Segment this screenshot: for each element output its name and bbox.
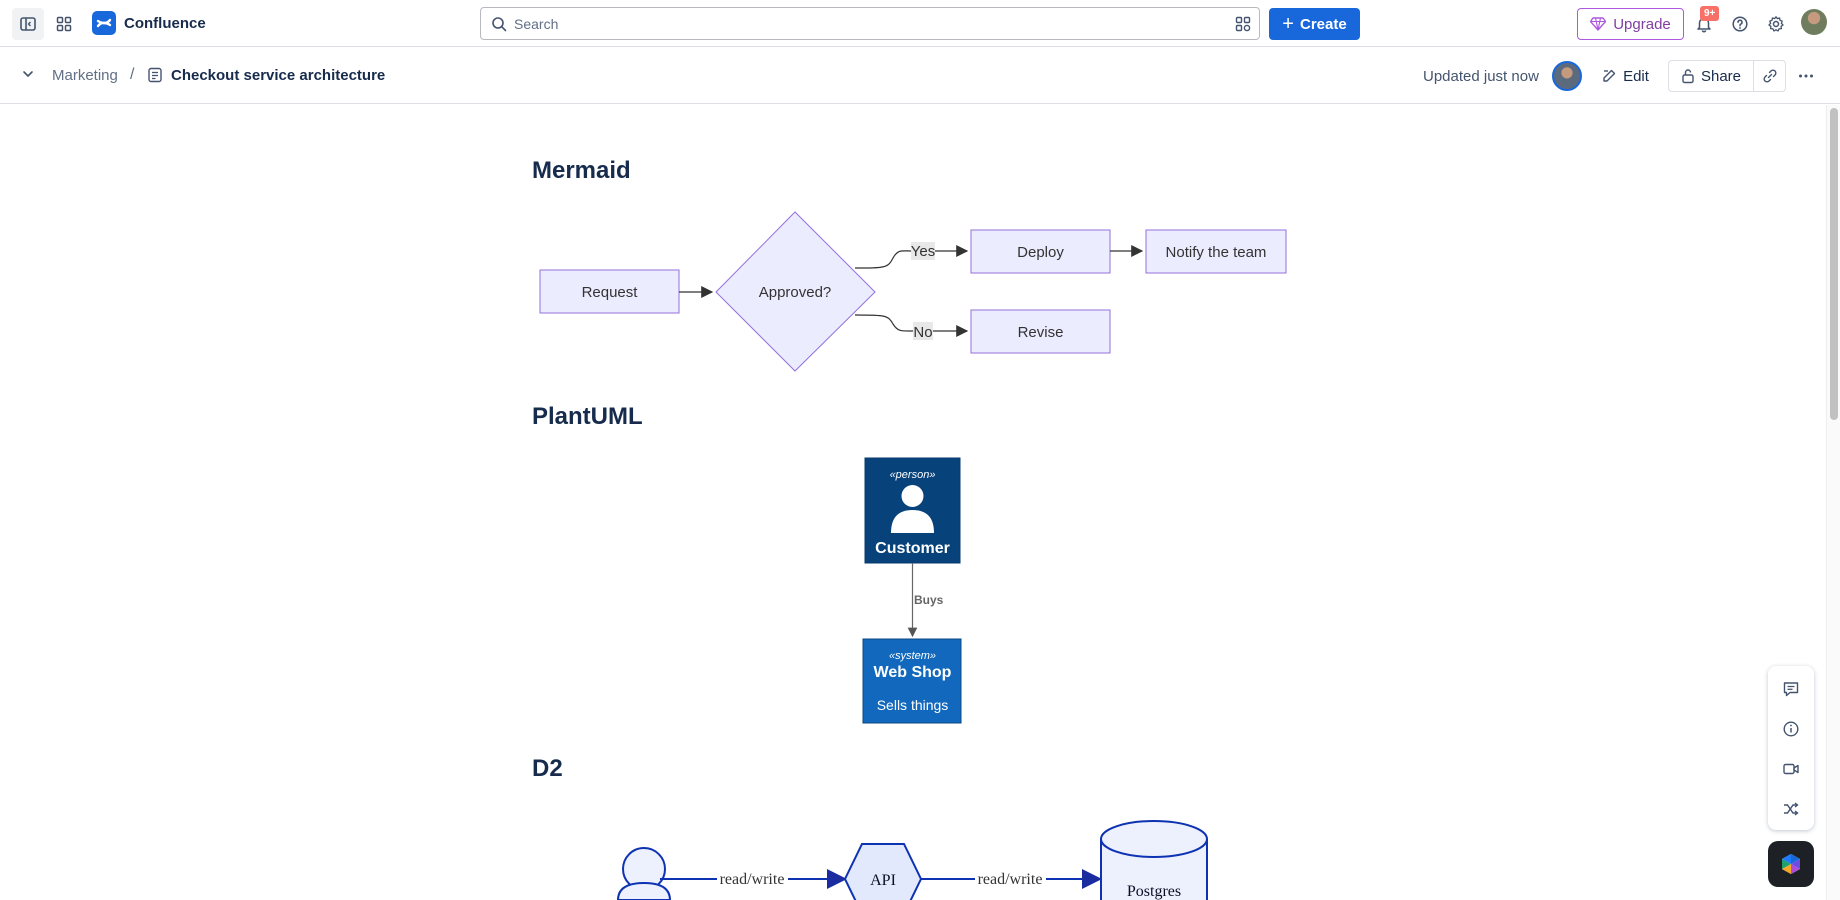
plus-icon: + [1282, 13, 1294, 35]
plantuml-person-stereotype: «person» [890, 469, 936, 481]
upgrade-button-label: Upgrade [1613, 15, 1671, 33]
breadcrumb-page-title[interactable]: Checkout service architecture [171, 67, 386, 84]
help-icon [1732, 16, 1748, 32]
content-scrollbar[interactable] [1826, 105, 1840, 900]
plantuml-system-webshop: «system» Web Shop Sells things [862, 638, 962, 724]
comment-icon [1783, 682, 1799, 697]
plantuml-person-customer: «person» Customer [864, 457, 961, 564]
plantuml-system-name: Web Shop [874, 664, 952, 681]
shuffle-button[interactable] [1775, 793, 1807, 825]
copy-link-button[interactable] [1753, 60, 1786, 92]
plantuml-system-desc: Sells things [877, 697, 949, 713]
heading-plantuml: PlantUML [532, 403, 643, 430]
d2-edge-1-label: read/write [720, 871, 785, 888]
d2-node-postgres-label: Postgres [1127, 883, 1181, 900]
app-switcher-icon [56, 16, 72, 32]
search-filter-icon[interactable] [1235, 16, 1251, 32]
top-navigation-bar: Confluence + Create Upgrade 9+ [0, 0, 1840, 47]
mermaid-node-request: Request [539, 269, 680, 314]
heading-mermaid: Mermaid [532, 157, 631, 184]
create-button[interactable]: + Create [1269, 8, 1360, 40]
page-status: Updated just now [1423, 68, 1539, 85]
collapse-sidebar-button[interactable] [18, 64, 38, 89]
mermaid-node-notify-label: Notify the team [1166, 244, 1267, 261]
confluence-logo-icon [92, 11, 116, 35]
sidebar-toggle-button[interactable] [12, 8, 44, 40]
mermaid-node-revise-label: Revise [1018, 324, 1064, 341]
mermaid-node-approved: Approved? [715, 211, 876, 372]
search-input[interactable] [514, 8, 1194, 39]
profile-avatar[interactable] [1801, 9, 1827, 35]
create-button-label: Create [1299, 15, 1347, 33]
share-button[interactable]: Share [1668, 60, 1754, 92]
heading-d2: D2 [532, 755, 563, 782]
scrollbar-thumb[interactable] [1830, 108, 1838, 420]
page-details-button[interactable] [1775, 713, 1807, 745]
d2-node-api-label: API [870, 872, 896, 889]
breadcrumb-separator: / [130, 66, 135, 83]
product-name: Confluence [124, 14, 206, 32]
product-home-link[interactable]: Confluence [92, 11, 206, 35]
pencil-icon [1603, 69, 1616, 82]
comments-button[interactable] [1775, 673, 1807, 705]
search-box[interactable] [480, 7, 1260, 40]
mermaid-node-approved-label: Approved? [759, 284, 832, 301]
lock-icon [1682, 69, 1694, 84]
person-icon [901, 485, 924, 507]
page-content: Mermaid Request Approved? Deploy [0, 105, 1826, 900]
mermaid-edge-yes [854, 245, 969, 269]
app-switcher-button[interactable] [48, 8, 80, 40]
shuffle-icon [1784, 802, 1799, 816]
floating-toolbar [1768, 666, 1814, 830]
edit-button[interactable]: Edit [1594, 60, 1656, 92]
info-icon [1783, 721, 1799, 737]
mermaid-node-deploy-label: Deploy [1017, 244, 1064, 261]
gem-icon [1590, 17, 1607, 31]
d2-node-api: API [843, 843, 923, 900]
notification-count-badge: 9+ [1700, 6, 1720, 21]
mermaid-edge-no [854, 314, 969, 337]
d2-edge-2-label: read/write [978, 871, 1043, 888]
sidebar-toggle-icon [20, 17, 36, 31]
search-icon [492, 17, 507, 32]
mermaid-node-revise: Revise [970, 309, 1111, 354]
mermaid-edge-yes-label: Yes [911, 243, 935, 260]
page-icon [148, 67, 162, 83]
mermaid-edge-no-label: No [913, 324, 932, 341]
collaborator-avatar[interactable] [1552, 61, 1582, 91]
chevron-down-icon [23, 71, 33, 77]
more-icon [1799, 74, 1813, 78]
rovo-icon [1782, 854, 1800, 874]
plantuml-relation-label: Buys [914, 593, 944, 607]
help-button[interactable] [1724, 8, 1756, 40]
mermaid-node-notify: Notify the team [1145, 229, 1287, 274]
mermaid-node-deploy: Deploy [970, 229, 1111, 274]
breadcrumb-space[interactable]: Marketing [52, 67, 118, 84]
rovo-assistant-button[interactable] [1768, 841, 1814, 887]
mermaid-diagram: Request Approved? Deploy Notify the team… [539, 211, 1287, 900]
edit-button-label: Edit [1623, 67, 1649, 85]
upgrade-button[interactable]: Upgrade [1577, 8, 1684, 40]
record-video-button[interactable] [1775, 753, 1807, 785]
settings-button[interactable] [1760, 8, 1792, 40]
link-icon [1762, 69, 1777, 83]
page-header: Marketing / Checkout service architectur… [0, 48, 1840, 104]
video-icon [1783, 763, 1799, 775]
share-button-label: Share [1700, 67, 1742, 85]
gear-icon [1768, 16, 1784, 32]
d2-node-postgres: Postgres [1100, 820, 1208, 900]
plantuml-person-name: Customer [875, 540, 950, 557]
more-actions-button[interactable] [1790, 60, 1822, 92]
plantuml-system-stereotype: «system» [889, 650, 936, 662]
mermaid-node-request-label: Request [582, 284, 639, 301]
d2-user-shape [616, 847, 672, 900]
